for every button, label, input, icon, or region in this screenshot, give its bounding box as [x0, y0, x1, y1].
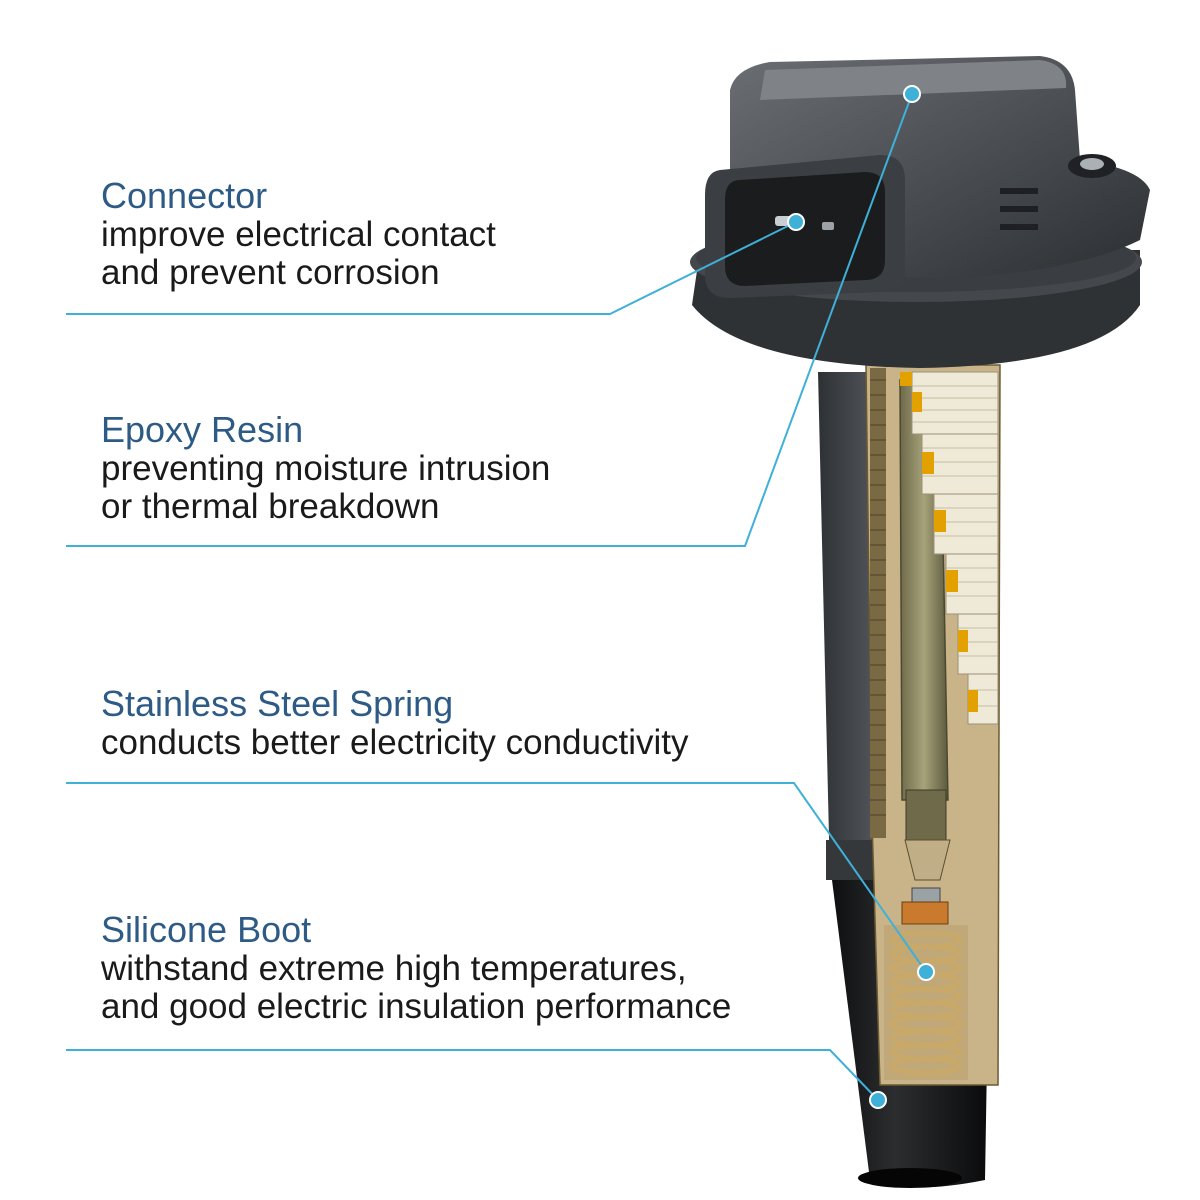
callout-title: Epoxy Resin	[101, 409, 304, 450]
callout-line: or thermal breakdown	[101, 487, 440, 526]
callout-epoxy-resin: Epoxy Resin preventing moisture intrusio…	[101, 410, 550, 526]
stainless-steel-spring	[889, 930, 963, 1076]
callout-line: improve electrical contact	[101, 215, 496, 254]
callout-line: withstand extreme high temperatures,	[101, 949, 687, 988]
callout-silicone-boot: Silicone Boot withstand extreme high tem…	[101, 910, 731, 1026]
callout-line: and good electric insulation performance	[101, 987, 732, 1026]
callout-line: and prevent corrosion	[101, 253, 440, 292]
connector-plug	[705, 155, 905, 298]
leader-dots	[787, 85, 935, 1109]
callout-connector: Connector improve electrical contact and…	[101, 176, 496, 292]
callout-title: Stainless Steel Spring	[101, 683, 454, 724]
leader-lines	[66, 93, 927, 1101]
callout-line: preventing moisture intrusion	[101, 449, 551, 488]
callout-title: Silicone Boot	[101, 909, 312, 950]
callout-stainless-steel-spring: Stainless Steel Spring conducts better e…	[101, 684, 688, 762]
callout-line: conducts better electricity conductivity	[101, 723, 689, 762]
callout-title: Connector	[101, 175, 268, 216]
